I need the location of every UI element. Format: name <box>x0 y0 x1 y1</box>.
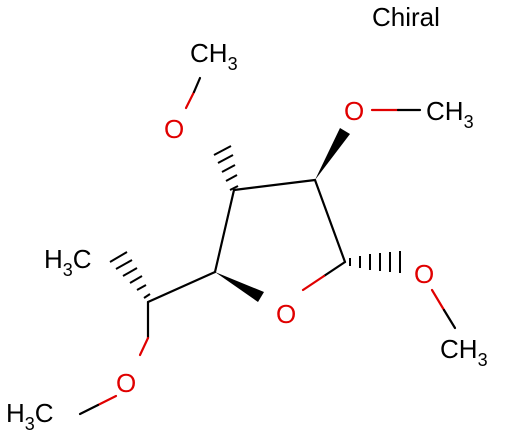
h3c-lower-label: H3C <box>6 398 54 434</box>
h3c-upper-label: H3C <box>44 244 92 280</box>
hashed-wedge-sidechain-methyl <box>109 251 151 299</box>
oxygen-right-label: O <box>414 259 434 289</box>
ring-oxygen-label: O <box>276 299 296 329</box>
bond-o-ch3-upper-red <box>184 90 196 110</box>
hashed-wedge-c1-o <box>349 251 401 273</box>
bond-c4-sidechain <box>146 270 217 304</box>
bond-c1-o-red <box>301 274 326 292</box>
hashed-wedge-c3-o <box>213 145 239 191</box>
chiral-label: Chiral <box>372 2 440 32</box>
wedge-c2-o <box>315 128 350 180</box>
bond-c2-c1 <box>313 178 347 264</box>
bond-o-ch3-upper-black <box>192 76 202 94</box>
wedge-c4-o <box>215 272 264 302</box>
ch3-upper-label: CH3 <box>190 38 238 74</box>
oxygen-upper-left-label: O <box>164 114 184 144</box>
oxygen-sidechain-label: O <box>116 368 136 398</box>
oxygen-upper-right-label: O <box>344 96 364 126</box>
bond-o-h3c-red <box>96 394 118 407</box>
ch3-right-label: CH3 <box>426 96 474 132</box>
bond-c1-o-black <box>322 260 347 278</box>
bond-o-ch3-lower-black <box>442 308 457 330</box>
bond-sidechain-o-red <box>138 336 150 357</box>
bond-o-ch3-lower-red <box>430 288 446 312</box>
bond-o-h3c-black <box>78 403 100 416</box>
ch3-lower-right-label: CH3 <box>440 334 488 370</box>
bond-c3-c2 <box>232 178 317 192</box>
bond-c3-c4 <box>213 188 236 274</box>
